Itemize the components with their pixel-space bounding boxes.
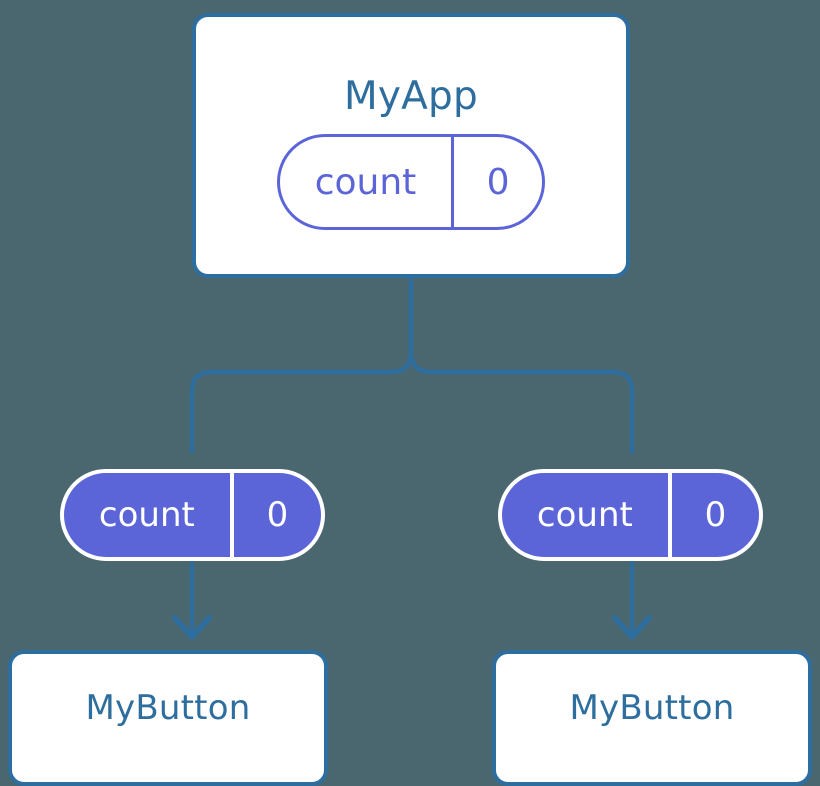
component-title-myapp: MyApp	[344, 74, 478, 119]
state-pill-child-right[interactable]: count 0	[498, 469, 763, 561]
state-pill-root[interactable]: count 0	[277, 134, 545, 230]
connector-branch-left	[189, 351, 414, 453]
state-key: count	[280, 137, 455, 227]
state-value: 0	[266, 495, 289, 535]
component-title-mybutton: MyButton	[569, 688, 735, 728]
component-title-mybutton: MyButton	[85, 688, 251, 728]
state-value: 0	[486, 161, 510, 203]
connector-branch-right	[408, 351, 635, 453]
state-key: count	[502, 473, 672, 557]
component-card-mybutton-right[interactable]: MyButton	[492, 650, 812, 786]
diagram-canvas: MyApp count 0 count 0 MyButton count 0 M…	[8, 13, 812, 786]
component-card-mybutton-left[interactable]: MyButton	[8, 650, 328, 786]
state-pill-child-left[interactable]: count 0	[60, 469, 325, 561]
state-key: count	[64, 473, 234, 557]
arrow-down-icon	[172, 615, 212, 640]
state-value: 0	[704, 495, 727, 535]
arrow-down-icon	[612, 615, 652, 640]
